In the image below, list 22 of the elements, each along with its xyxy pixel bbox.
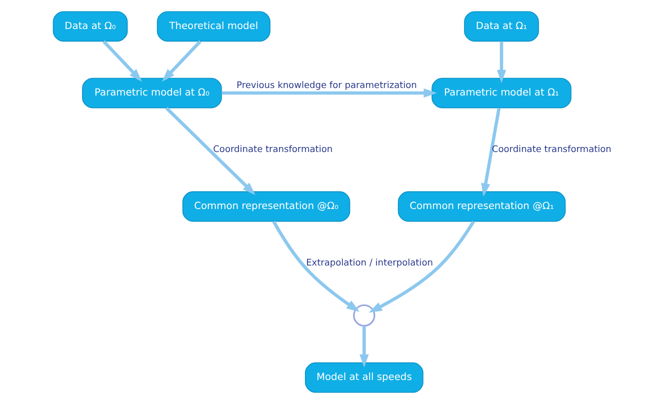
arrow	[102, 40, 142, 82]
node-box: Parametric model at Ω₁	[432, 78, 572, 108]
node-box: Theoretical model	[156, 11, 270, 42]
arrow	[162, 40, 202, 82]
node-box: Data at Ω₀	[52, 11, 128, 42]
arrow	[272, 220, 360, 312]
edge-label: Extrapolation / interpolation	[306, 258, 433, 269]
node-box: Data at Ω₁	[464, 11, 539, 42]
edge-label: Coordinate transformation	[213, 145, 333, 156]
arrow	[481, 108, 501, 197]
node-box: Parametric model at Ω₀	[82, 78, 222, 108]
edge-label: Previous knowledge for parametrization	[236, 80, 417, 91]
arrow	[496, 41, 506, 84]
node-box: Model at all speeds	[304, 362, 424, 393]
arrow	[368, 220, 475, 313]
arrow	[165, 106, 256, 196]
arrow	[222, 88, 437, 98]
edge-label: Coordinate transformation	[492, 145, 612, 156]
node-circle	[353, 304, 376, 327]
arrow	[360, 326, 369, 368]
node-box: Common representation @Ω₁	[398, 191, 566, 222]
node-box: Common representation @Ω₀	[182, 191, 350, 222]
